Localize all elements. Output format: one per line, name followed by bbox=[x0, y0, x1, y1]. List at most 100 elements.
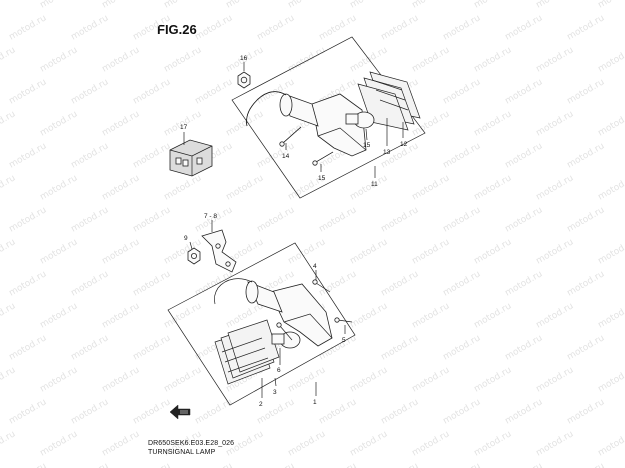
screw-6 bbox=[276, 322, 293, 341]
watermark-text: motod.ru bbox=[225, 173, 266, 202]
watermark-text: motod.ru bbox=[132, 461, 173, 468]
watermark-text: motod.ru bbox=[287, 45, 328, 74]
watermark-text: motod.ru bbox=[0, 0, 17, 11]
watermark-text: motod.ru bbox=[566, 333, 607, 362]
watermark-text: motod.ru bbox=[39, 173, 80, 202]
figure-title: FIG.26 bbox=[157, 22, 197, 37]
watermark-text: motod.ru bbox=[442, 77, 483, 106]
watermark-text: motod.ru bbox=[566, 141, 607, 170]
watermark-text: motod.ru bbox=[70, 13, 111, 42]
watermark-text: motod.ru bbox=[442, 269, 483, 298]
lower-turnsignal-assembly bbox=[167, 242, 356, 406]
watermark-text: motod.ru bbox=[256, 205, 297, 234]
figure-caption: TURNSIGNAL LAMP bbox=[148, 449, 216, 456]
lower-assembly-frame bbox=[167, 242, 356, 406]
watermark-text: motod.ru bbox=[225, 109, 266, 138]
watermark-text: motod.ru bbox=[349, 365, 390, 394]
watermark-text: motod.ru bbox=[566, 269, 607, 298]
watermark-text: motod.ru bbox=[8, 13, 49, 42]
watermark-text: motod.ru bbox=[411, 237, 452, 266]
watermark-text: motod.ru bbox=[70, 397, 111, 426]
nut-16 bbox=[237, 71, 251, 89]
watermark-text: motod.ru bbox=[535, 45, 576, 74]
callout-10: 11 bbox=[371, 181, 378, 188]
watermark-text: motod.ru bbox=[287, 429, 328, 458]
screw-14 bbox=[312, 151, 334, 166]
watermark-text: motod.ru bbox=[287, 0, 328, 11]
callout-11: 12 bbox=[400, 141, 408, 148]
screw-4 bbox=[312, 279, 331, 293]
watermark-text: motod.ru bbox=[504, 77, 545, 106]
watermark-text: motod.ru bbox=[70, 141, 111, 170]
watermark-text: motod.ru bbox=[504, 461, 545, 468]
watermark-text: motod.ru bbox=[411, 429, 452, 458]
watermark-text: motod.ru bbox=[380, 269, 421, 298]
watermark-text: motod.ru bbox=[504, 141, 545, 170]
watermark-text: motod.ru bbox=[380, 333, 421, 362]
upper-assembly-frame bbox=[231, 36, 426, 199]
watermark-text: motod.ru bbox=[504, 13, 545, 42]
watermark-text: motod.ru bbox=[0, 429, 17, 458]
watermark-text: motod.ru bbox=[39, 301, 80, 330]
watermark-text: motod.ru bbox=[70, 333, 111, 362]
watermark-text: motod.ru bbox=[349, 173, 390, 202]
watermark-text: motod.ru bbox=[163, 173, 204, 202]
watermark-text: motod.ru bbox=[349, 301, 390, 330]
watermark-text: motod.ru bbox=[597, 45, 625, 74]
watermark-text: motod.ru bbox=[473, 173, 514, 202]
watermark-text: motod.ru bbox=[442, 13, 483, 42]
watermark-text: motod.ru bbox=[566, 397, 607, 426]
callout-17: 17 bbox=[180, 124, 188, 131]
watermark-text: motod.ru bbox=[39, 45, 80, 74]
callout-5: 5 bbox=[342, 337, 346, 344]
watermark-text: motod.ru bbox=[442, 397, 483, 426]
watermark-text: motod.ru bbox=[132, 333, 173, 362]
watermark-text: motod.ru bbox=[318, 269, 359, 298]
watermark-text: motod.ru bbox=[318, 461, 359, 468]
watermark-text: motod.ru bbox=[132, 13, 173, 42]
watermark-text: motod.ru bbox=[101, 0, 142, 11]
watermark-text: motod.ru bbox=[8, 461, 49, 468]
watermark-text: motod.ru bbox=[318, 205, 359, 234]
callout-2: 2 bbox=[259, 401, 263, 408]
model-code-label: DR650SEK6.E03.E28_026 bbox=[148, 440, 235, 447]
watermark-text: motod.ru bbox=[597, 173, 625, 202]
watermark-text: motod.ru bbox=[597, 109, 625, 138]
watermark-text: motod.ru bbox=[473, 237, 514, 266]
watermark-text: motod.ru bbox=[566, 77, 607, 106]
watermark-text: motod.ru bbox=[597, 365, 625, 394]
watermark-text: motod.ru bbox=[132, 205, 173, 234]
front-direction-arrow-icon bbox=[169, 404, 191, 420]
watermark-text: motod.ru bbox=[349, 0, 390, 11]
upper-socket-housing bbox=[246, 91, 367, 157]
watermark-text: motod.ru bbox=[163, 45, 204, 74]
watermark-text: motod.ru bbox=[411, 0, 452, 11]
lower-bulb bbox=[271, 331, 301, 349]
lower-socket-housing bbox=[214, 278, 333, 347]
watermark-text: motod.ru bbox=[163, 301, 204, 330]
watermark-text: motod.ru bbox=[70, 205, 111, 234]
watermark-text: motod.ru bbox=[163, 0, 204, 11]
watermark-text: motod.ru bbox=[101, 45, 142, 74]
watermark-text: motod.ru bbox=[535, 0, 576, 11]
watermark-text: motod.ru bbox=[101, 237, 142, 266]
watermark-text: motod.ru bbox=[473, 109, 514, 138]
watermark-text: motod.ru bbox=[318, 397, 359, 426]
watermark-text: motod.ru bbox=[411, 365, 452, 394]
watermark-text: motod.ru bbox=[411, 45, 452, 74]
callout-3: 3 bbox=[273, 389, 277, 396]
watermark-text: motod.ru bbox=[39, 109, 80, 138]
watermark-text: motod.ru bbox=[8, 269, 49, 298]
watermark-text: motod.ru bbox=[8, 397, 49, 426]
watermark-text: motod.ru bbox=[0, 173, 17, 202]
upper-bulb bbox=[345, 111, 375, 129]
watermark-text: motod.ru bbox=[70, 77, 111, 106]
watermark-text: motod.ru bbox=[597, 237, 625, 266]
watermark-text: motod.ru bbox=[504, 333, 545, 362]
watermark-text: motod.ru bbox=[535, 429, 576, 458]
turnsignal-relay-17 bbox=[169, 132, 213, 177]
watermark-text: motod.ru bbox=[442, 141, 483, 170]
watermark-text: motod.ru bbox=[163, 365, 204, 394]
watermark-text: motod.ru bbox=[380, 397, 421, 426]
